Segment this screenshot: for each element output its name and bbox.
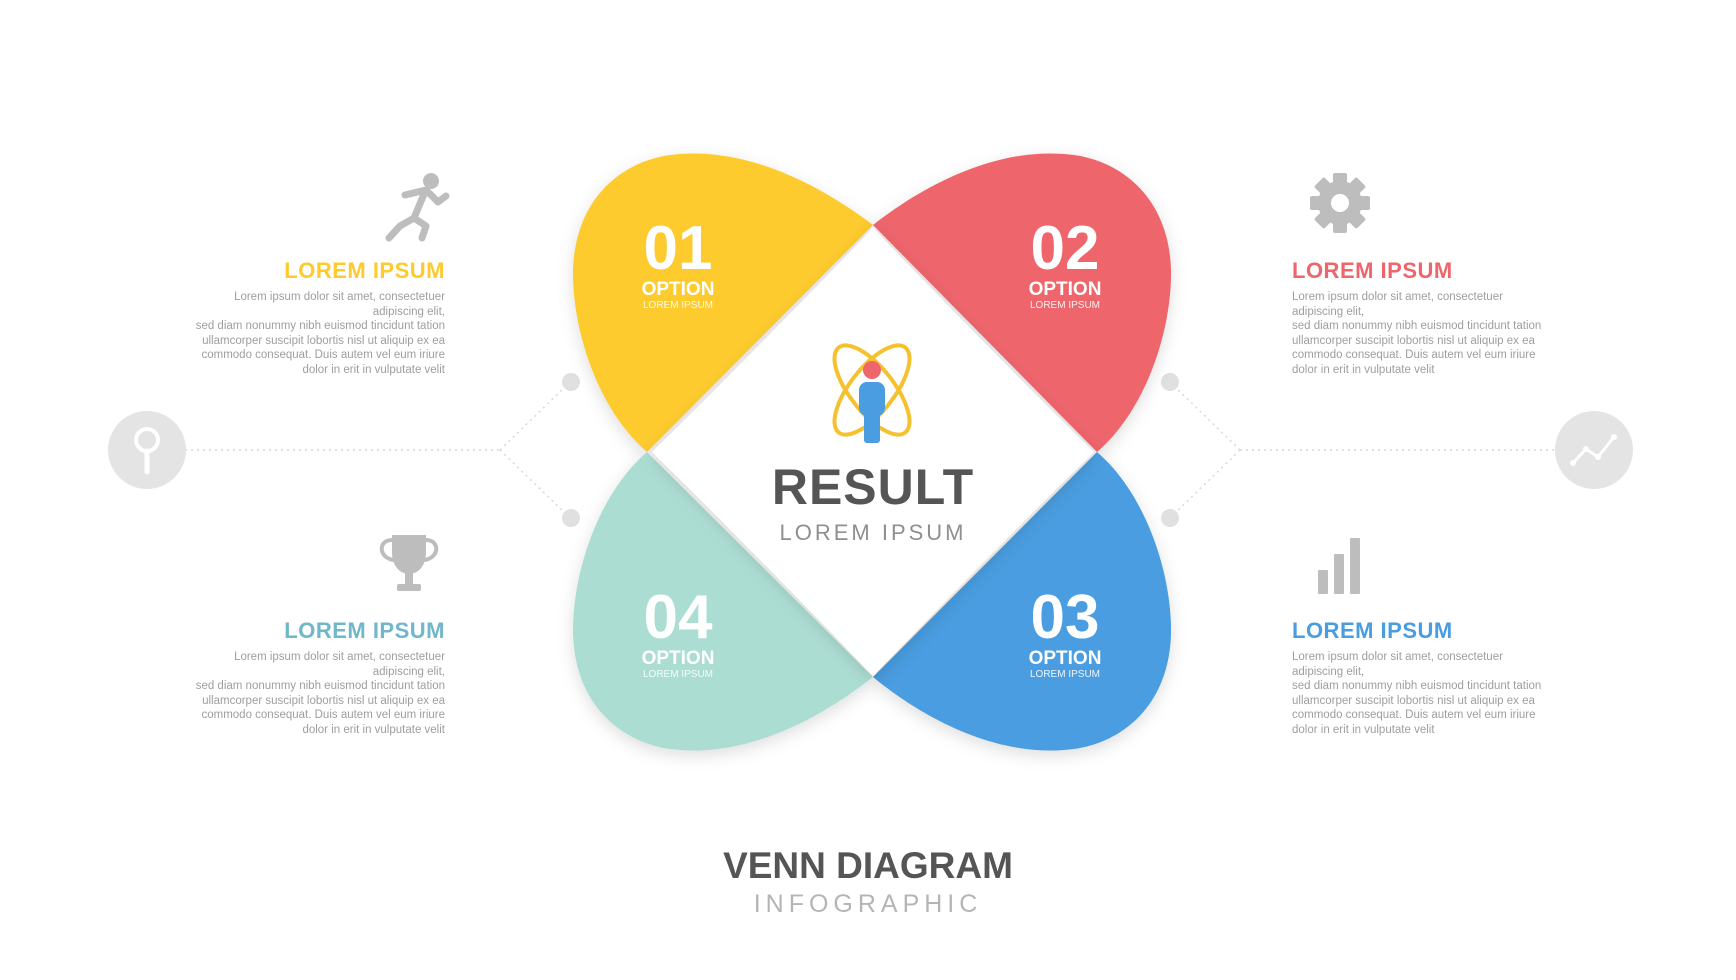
text-line: commodo consequat. Duis autem vel eum ir… <box>1292 709 1536 721</box>
petal-number: 03 <box>1030 583 1100 652</box>
text-line: ullamcorper suscipit lobortis nisl ut al… <box>1292 694 1535 707</box>
text-line: commodo consequat. Duis autem vel eum ir… <box>1292 349 1536 361</box>
petal-04 <box>572 452 873 751</box>
petal-number: 01 <box>643 214 713 283</box>
text-line: dolor in erit in vulputate velit <box>1292 363 1435 376</box>
connector-dots <box>562 373 1179 527</box>
bar-chart-icon <box>1318 538 1360 594</box>
footer-subtitle: INFOGRAPHIC <box>753 890 983 918</box>
petal-02-label: 02 OPTION LOREM IPSUM <box>995 218 1135 312</box>
info-text-bottom-left: Lorem ipsum dolor sit amet, consectetuer… <box>195 650 445 737</box>
petal-sub: LOREM IPSUM <box>642 669 713 680</box>
info-text-top-left: Lorem ipsum dolor sit amet, consectetuer… <box>195 290 445 377</box>
trophy-icon <box>379 535 439 591</box>
text-line: ullamcorper suscipit lobortis nisl ut al… <box>202 694 445 707</box>
magnifier-icon <box>108 411 186 489</box>
line-chart-icon <box>1555 411 1633 489</box>
petal-sub: LOREM IPSUM <box>1029 300 1100 311</box>
text-line: ullamcorper suscipit lobortis nisl ut al… <box>1292 334 1535 347</box>
petal-02 <box>873 153 1172 452</box>
info-title-top-right: LOREM IPSUM <box>1292 258 1453 283</box>
petal-03-label: 03 OPTION LOREM IPSUM <box>995 587 1135 681</box>
petal-03 <box>873 452 1172 751</box>
running-person-icon <box>385 173 450 242</box>
info-text-bottom-right: Lorem ipsum dolor sit amet, consectetuer… <box>1292 650 1542 737</box>
info-title-top-left: LOREM IPSUM <box>284 258 445 283</box>
text-line: sed diam nonummy nibh euismod tincidunt … <box>1292 320 1542 332</box>
petal-sub: LOREM IPSUM <box>1029 669 1100 680</box>
result-subtitle: LOREM IPSUM <box>779 520 967 545</box>
text-line: sed diam nonummy nibh euismod tincidunt … <box>1292 680 1542 692</box>
gear-icon <box>1310 173 1370 233</box>
petal-option: OPTION <box>1028 279 1102 300</box>
petal-option: OPTION <box>641 279 715 300</box>
petal-number: 04 <box>643 583 713 652</box>
footer-title: VENN DIAGRAM <box>723 845 1013 886</box>
text-line: sed diam nonummy nibh euismod tincidunt … <box>195 680 445 692</box>
petal-sub: LOREM IPSUM <box>642 300 713 311</box>
center-shape <box>652 228 1094 676</box>
text-line: Lorem ipsum dolor sit amet, consectetuer… <box>1292 651 1503 678</box>
petal-number: 02 <box>1030 214 1100 283</box>
info-title-bottom-left: LOREM IPSUM <box>284 618 445 643</box>
text-line: commodo consequat. Duis autem vel eum ir… <box>201 709 445 721</box>
text-line: dolor in erit in vulputate velit <box>302 723 445 736</box>
petal-01-label: 01 OPTION LOREM IPSUM <box>608 218 748 312</box>
info-text-top-right: Lorem ipsum dolor sit amet, consectetuer… <box>1292 290 1542 377</box>
text-line: dolor in erit in vulputate velit <box>1292 723 1435 736</box>
text-line: dolor in erit in vulputate velit <box>302 363 445 376</box>
text-line: Lorem ipsum dolor sit amet, consectetuer… <box>234 651 445 678</box>
text-line: Lorem ipsum dolor sit amet, consectetuer… <box>1292 291 1503 318</box>
result-title: RESULT <box>771 459 975 515</box>
text-line: sed diam nonummy nibh euismod tincidunt … <box>195 320 445 332</box>
petal-option: OPTION <box>1028 648 1102 669</box>
petal-01 <box>572 153 873 452</box>
petal-option: OPTION <box>641 648 715 669</box>
text-line: Lorem ipsum dolor sit amet, consectetuer… <box>234 291 445 318</box>
connector-lines <box>185 381 1555 519</box>
petal-04-label: 04 OPTION LOREM IPSUM <box>608 587 748 681</box>
info-title-bottom-right: LOREM IPSUM <box>1292 618 1453 643</box>
text-line: ullamcorper suscipit lobortis nisl ut al… <box>202 334 445 347</box>
text-line: commodo consequat. Duis autem vel eum ir… <box>201 349 445 361</box>
atom-person-icon <box>832 343 912 443</box>
